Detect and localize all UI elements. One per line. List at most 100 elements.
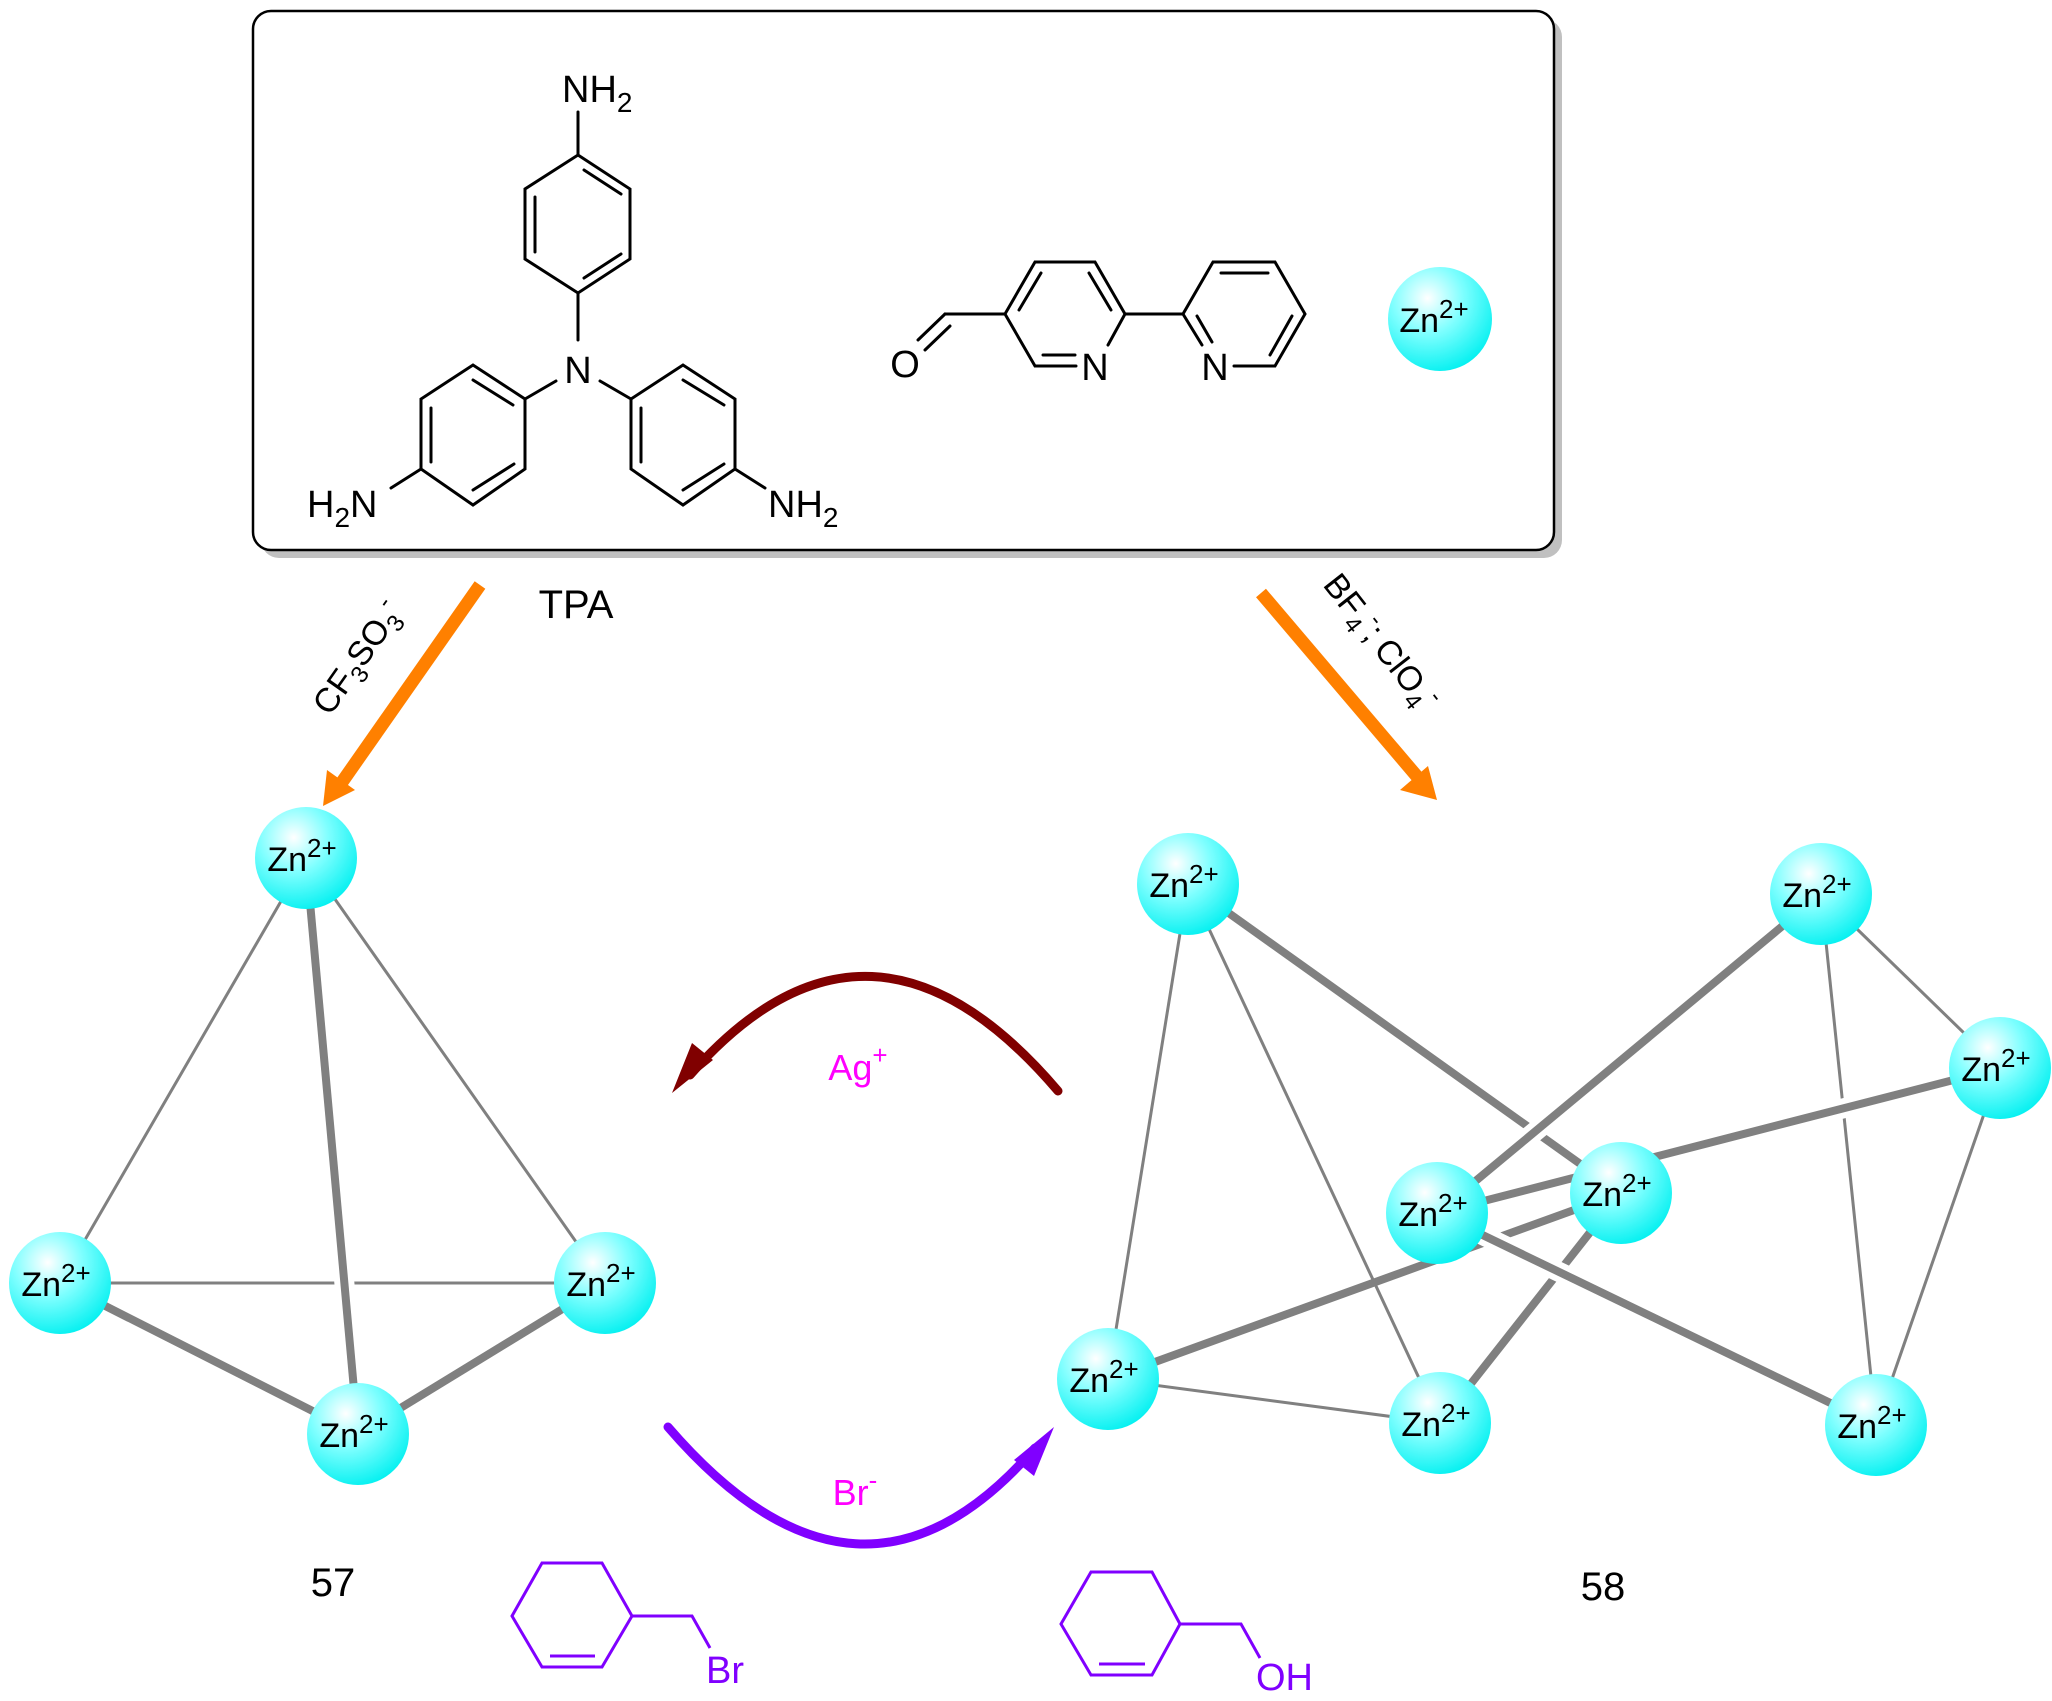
cage-57: Zn2+ Zn2+ Zn2+ Zn2+ xyxy=(9,807,656,1485)
double-bond xyxy=(1087,271,1113,312)
zinc-node-label: Zn2+ xyxy=(21,1258,90,1304)
double-bond xyxy=(471,462,516,492)
zinc-node-label: Zn2+ xyxy=(1837,1400,1906,1446)
zinc-node: Zn2+ xyxy=(255,807,357,909)
bromomethyl-bond xyxy=(632,1614,712,1649)
zinc-node-label: Zn2+ xyxy=(1782,869,1851,915)
zinc-node: Zn2+ xyxy=(1949,1017,2051,1119)
zinc-node: Zn2+ xyxy=(1570,1142,1672,1244)
zinc-node-label: Zn2+ xyxy=(1401,1398,1470,1444)
bipyridine-aldehyde-molecule: O N N xyxy=(890,260,1307,389)
zinc-node-sphere xyxy=(1137,833,1239,935)
double-bond xyxy=(1195,314,1214,344)
zinc-node: Zn2+ xyxy=(1389,1372,1491,1474)
zinc-node-sphere xyxy=(1949,1017,2051,1119)
cage-edge xyxy=(1819,893,1878,1426)
pyridine-ring-2 xyxy=(1181,260,1307,368)
bond xyxy=(523,379,558,401)
hydroxymethyl-bond xyxy=(1180,1622,1262,1659)
zinc-node-sphere xyxy=(1570,1142,1672,1244)
zinc-node-label: Zn2+ xyxy=(1149,859,1218,905)
cyclohexene-ring xyxy=(510,1561,634,1669)
cage-58: Zn2+ Zn2+ Zn2+ Zn2+ Zn2+ Zn2+ Zn2+ Zn2+ xyxy=(1057,833,2051,1476)
ring-nitrogen-2-label: N xyxy=(1201,347,1228,389)
reactants-box xyxy=(251,9,1562,558)
double-bond xyxy=(471,378,515,407)
br-arrowhead xyxy=(1014,1427,1054,1476)
cage-edge xyxy=(302,857,362,1435)
bromine-label: Br xyxy=(706,1650,744,1692)
cage-edge xyxy=(304,857,607,1284)
zinc-node: Zn2+ xyxy=(1386,1162,1488,1264)
double-bond xyxy=(582,252,623,280)
cage-edge xyxy=(1106,883,1190,1380)
zinc-node-label: Zn2+ xyxy=(1961,1043,2030,1089)
zinc-node-sphere xyxy=(1057,1328,1159,1430)
right-amine-label: NH2 xyxy=(768,484,838,533)
tetrafluoroborate-perchlorate-label: BF4-;ClO4- xyxy=(1311,563,1449,721)
arrow-to-58: BF4-;ClO4- xyxy=(1256,563,1449,800)
double-bond xyxy=(582,168,623,196)
zinc-ion-reagent: Zn2+ xyxy=(1388,267,1492,371)
zinc-node-sphere xyxy=(9,1232,111,1334)
carbonyl-bond xyxy=(916,312,947,342)
double-bond xyxy=(1268,314,1294,357)
zinc-node-sphere xyxy=(307,1383,409,1485)
zinc-node: Zn2+ xyxy=(9,1232,111,1334)
bond xyxy=(733,467,767,490)
double-bond xyxy=(1017,271,1043,312)
zinc-node-sphere xyxy=(554,1232,656,1334)
zinc-node-label: Zn2+ xyxy=(566,1258,635,1304)
cage-edge xyxy=(1106,1189,1623,1383)
orange-arrowhead xyxy=(1400,766,1437,800)
cage-edge xyxy=(1185,880,1624,1197)
top-amine-label: NH2 xyxy=(562,69,632,118)
zinc-node: Zn2+ xyxy=(1770,843,1872,945)
double-bond xyxy=(681,378,726,407)
tpa-label: TPA xyxy=(539,583,614,627)
br-conversion-arrow[interactable]: Br- xyxy=(663,1422,1054,1549)
silver-ion-label: Ag+ xyxy=(828,1040,887,1088)
bond xyxy=(598,379,633,401)
zinc-node-label: Zn2+ xyxy=(1069,1354,1138,1400)
zinc-node: Zn2+ xyxy=(1137,833,1239,935)
ag-arrowhead xyxy=(672,1043,713,1093)
cage-edge xyxy=(58,1279,360,1438)
cage-edge xyxy=(1874,1067,2002,1426)
zinc-node-sphere xyxy=(1386,1162,1488,1264)
left-amine-label: H2N xyxy=(307,484,377,533)
cage-edge xyxy=(1434,890,1824,1217)
zinc-node-sphere xyxy=(1770,843,1872,945)
ring-nitrogen-1-label: N xyxy=(1081,347,1108,389)
zinc-node-sphere xyxy=(1825,1374,1927,1476)
zinc-ion-label: Zn2+ xyxy=(1399,294,1468,340)
cage-edge xyxy=(1435,1209,1878,1429)
ag-conversion-arrow[interactable]: Ag+ xyxy=(672,971,1063,1096)
arrow-to-57: CF3SO3- xyxy=(305,581,486,806)
orange-arrow-shaft xyxy=(334,581,486,789)
hydroxyl-label: OH xyxy=(1256,1657,1313,1699)
orange-arrowhead xyxy=(323,770,355,806)
cage-edge xyxy=(1107,1377,1441,1425)
br-arrow-path xyxy=(663,1422,1040,1549)
cage-edge xyxy=(58,857,308,1284)
zinc-node: Zn2+ xyxy=(554,1232,656,1334)
guest-alcohol-molecule: OH xyxy=(1059,1570,1313,1699)
zinc-node-label: Zn2+ xyxy=(1398,1188,1467,1234)
zinc-node-label: Zn2+ xyxy=(267,833,336,879)
orange-arrow-shaft xyxy=(1256,588,1425,785)
tpa-molecule: NH2 N H2N NH2 TPA xyxy=(307,69,838,627)
zinc-node-label: Zn2+ xyxy=(1582,1168,1651,1214)
zinc-node-label: Zn2+ xyxy=(319,1409,388,1455)
cage-edge xyxy=(1186,883,1442,1424)
double-bond xyxy=(681,462,726,492)
central-nitrogen-label: N xyxy=(564,350,591,392)
bond xyxy=(389,467,423,490)
zinc-node: Zn2+ xyxy=(1825,1374,1927,1476)
cage-edge xyxy=(1436,1064,2001,1217)
cyclohexene-ring xyxy=(1059,1570,1182,1677)
ag-arrow-path xyxy=(685,971,1063,1096)
zinc-ion-sphere xyxy=(1388,267,1492,371)
zinc-node-sphere xyxy=(255,807,357,909)
